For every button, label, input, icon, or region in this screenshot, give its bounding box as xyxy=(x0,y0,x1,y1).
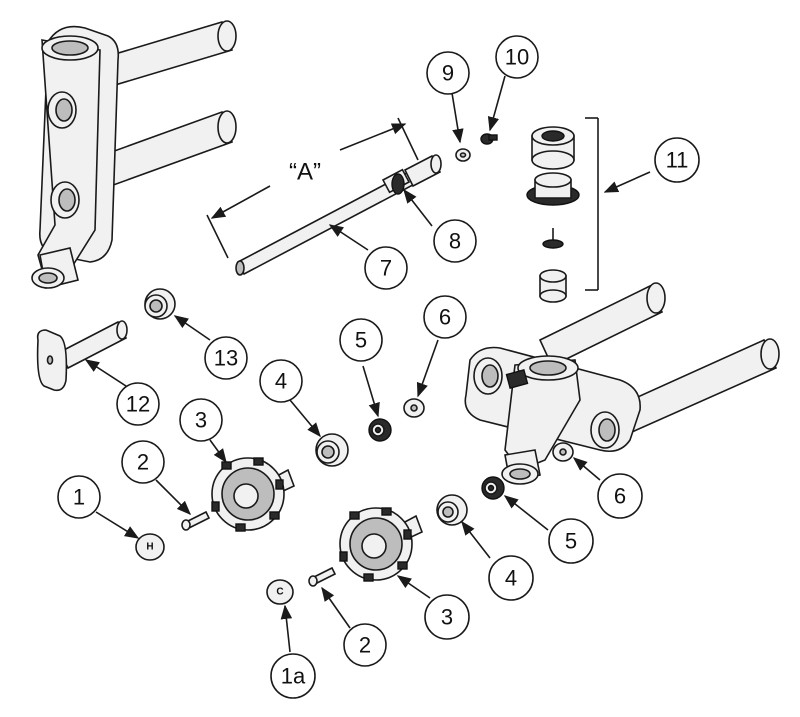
seat-part-5-upper xyxy=(368,418,392,442)
screw-part-10 xyxy=(480,133,498,145)
stem-part-7 xyxy=(235,154,442,276)
callout-6-lower: 6 xyxy=(597,473,643,519)
callout-13-label: 13 xyxy=(214,346,238,371)
screw-part-2-upper xyxy=(181,510,211,531)
callout-3-lower: 3 xyxy=(424,594,470,640)
callout-9: 9 xyxy=(426,51,470,95)
callout-5-lower-label: 5 xyxy=(565,529,577,554)
callout-1a-label: 1a xyxy=(281,664,306,689)
dimension-a-label: “A” xyxy=(289,159,321,186)
callout-4-upper: 4 xyxy=(259,359,303,403)
callout-12-label: 12 xyxy=(126,392,150,417)
callout-4-lower: 4 xyxy=(488,555,534,601)
callout-1: 1 xyxy=(57,475,101,519)
callout-1-label: 1 xyxy=(73,485,85,510)
callout-9-label: 9 xyxy=(442,61,454,86)
callout-2-upper-label: 2 xyxy=(137,450,149,475)
callout-4-lower-label: 4 xyxy=(505,566,517,591)
callout-12: 12 xyxy=(116,382,160,426)
washer-part-6-lower xyxy=(552,442,574,462)
cartridge-assembly-part-11 xyxy=(526,117,599,303)
plug-part-13 xyxy=(144,288,176,320)
key-part-12 xyxy=(36,320,128,392)
leader-lines xyxy=(84,75,651,653)
callout-2-lower: 2 xyxy=(343,623,387,667)
callout-1a: 1a xyxy=(270,653,316,699)
callout-10: 10 xyxy=(495,35,539,79)
callout-6-upper: 6 xyxy=(423,295,467,339)
seat-part-5-lower xyxy=(481,476,505,500)
handle-part-3-lower xyxy=(339,507,424,582)
callout-5-upper: 5 xyxy=(339,318,383,362)
callout-11-label: 11 xyxy=(666,148,689,173)
callout-11: 11 xyxy=(654,137,700,183)
callout-6-upper-label: 6 xyxy=(439,305,451,330)
handle-part-3-upper xyxy=(211,457,296,532)
callout-2-upper: 2 xyxy=(121,440,165,484)
packing-nut-part-4-upper xyxy=(315,433,349,467)
callout-3-upper-label: 3 xyxy=(195,408,207,433)
washer-part-6-upper xyxy=(403,398,425,418)
cold-cap-letter: C xyxy=(276,587,283,598)
packing-nut-part-4-lower xyxy=(436,494,468,526)
callout-7: 7 xyxy=(364,246,408,290)
dimension-a: “A” xyxy=(206,117,419,259)
callout-5-upper-label: 5 xyxy=(355,328,367,353)
callout-7-label: 7 xyxy=(380,256,392,281)
callout-13: 13 xyxy=(204,336,248,380)
callout-4-upper-label: 4 xyxy=(275,369,287,394)
hot-cap-part-1: H xyxy=(135,533,165,561)
callout-8-label: 8 xyxy=(449,229,461,254)
callout-3-lower-label: 3 xyxy=(441,605,453,630)
callout-5-lower: 5 xyxy=(548,518,594,564)
callout-8: 8 xyxy=(433,219,477,263)
washer-part-9 xyxy=(455,148,471,162)
vertical-valve-body xyxy=(31,20,237,289)
screw-part-2-lower xyxy=(308,566,337,587)
callout-2-lower-label: 2 xyxy=(359,633,371,658)
callout-10-label: 10 xyxy=(505,45,529,70)
hot-cap-letter: H xyxy=(146,542,153,553)
horizontal-valve-body xyxy=(464,282,780,485)
callout-6-lower-label: 6 xyxy=(614,484,626,509)
cold-cap-part-1a: C xyxy=(266,579,294,605)
callout-3-upper: 3 xyxy=(179,398,223,442)
